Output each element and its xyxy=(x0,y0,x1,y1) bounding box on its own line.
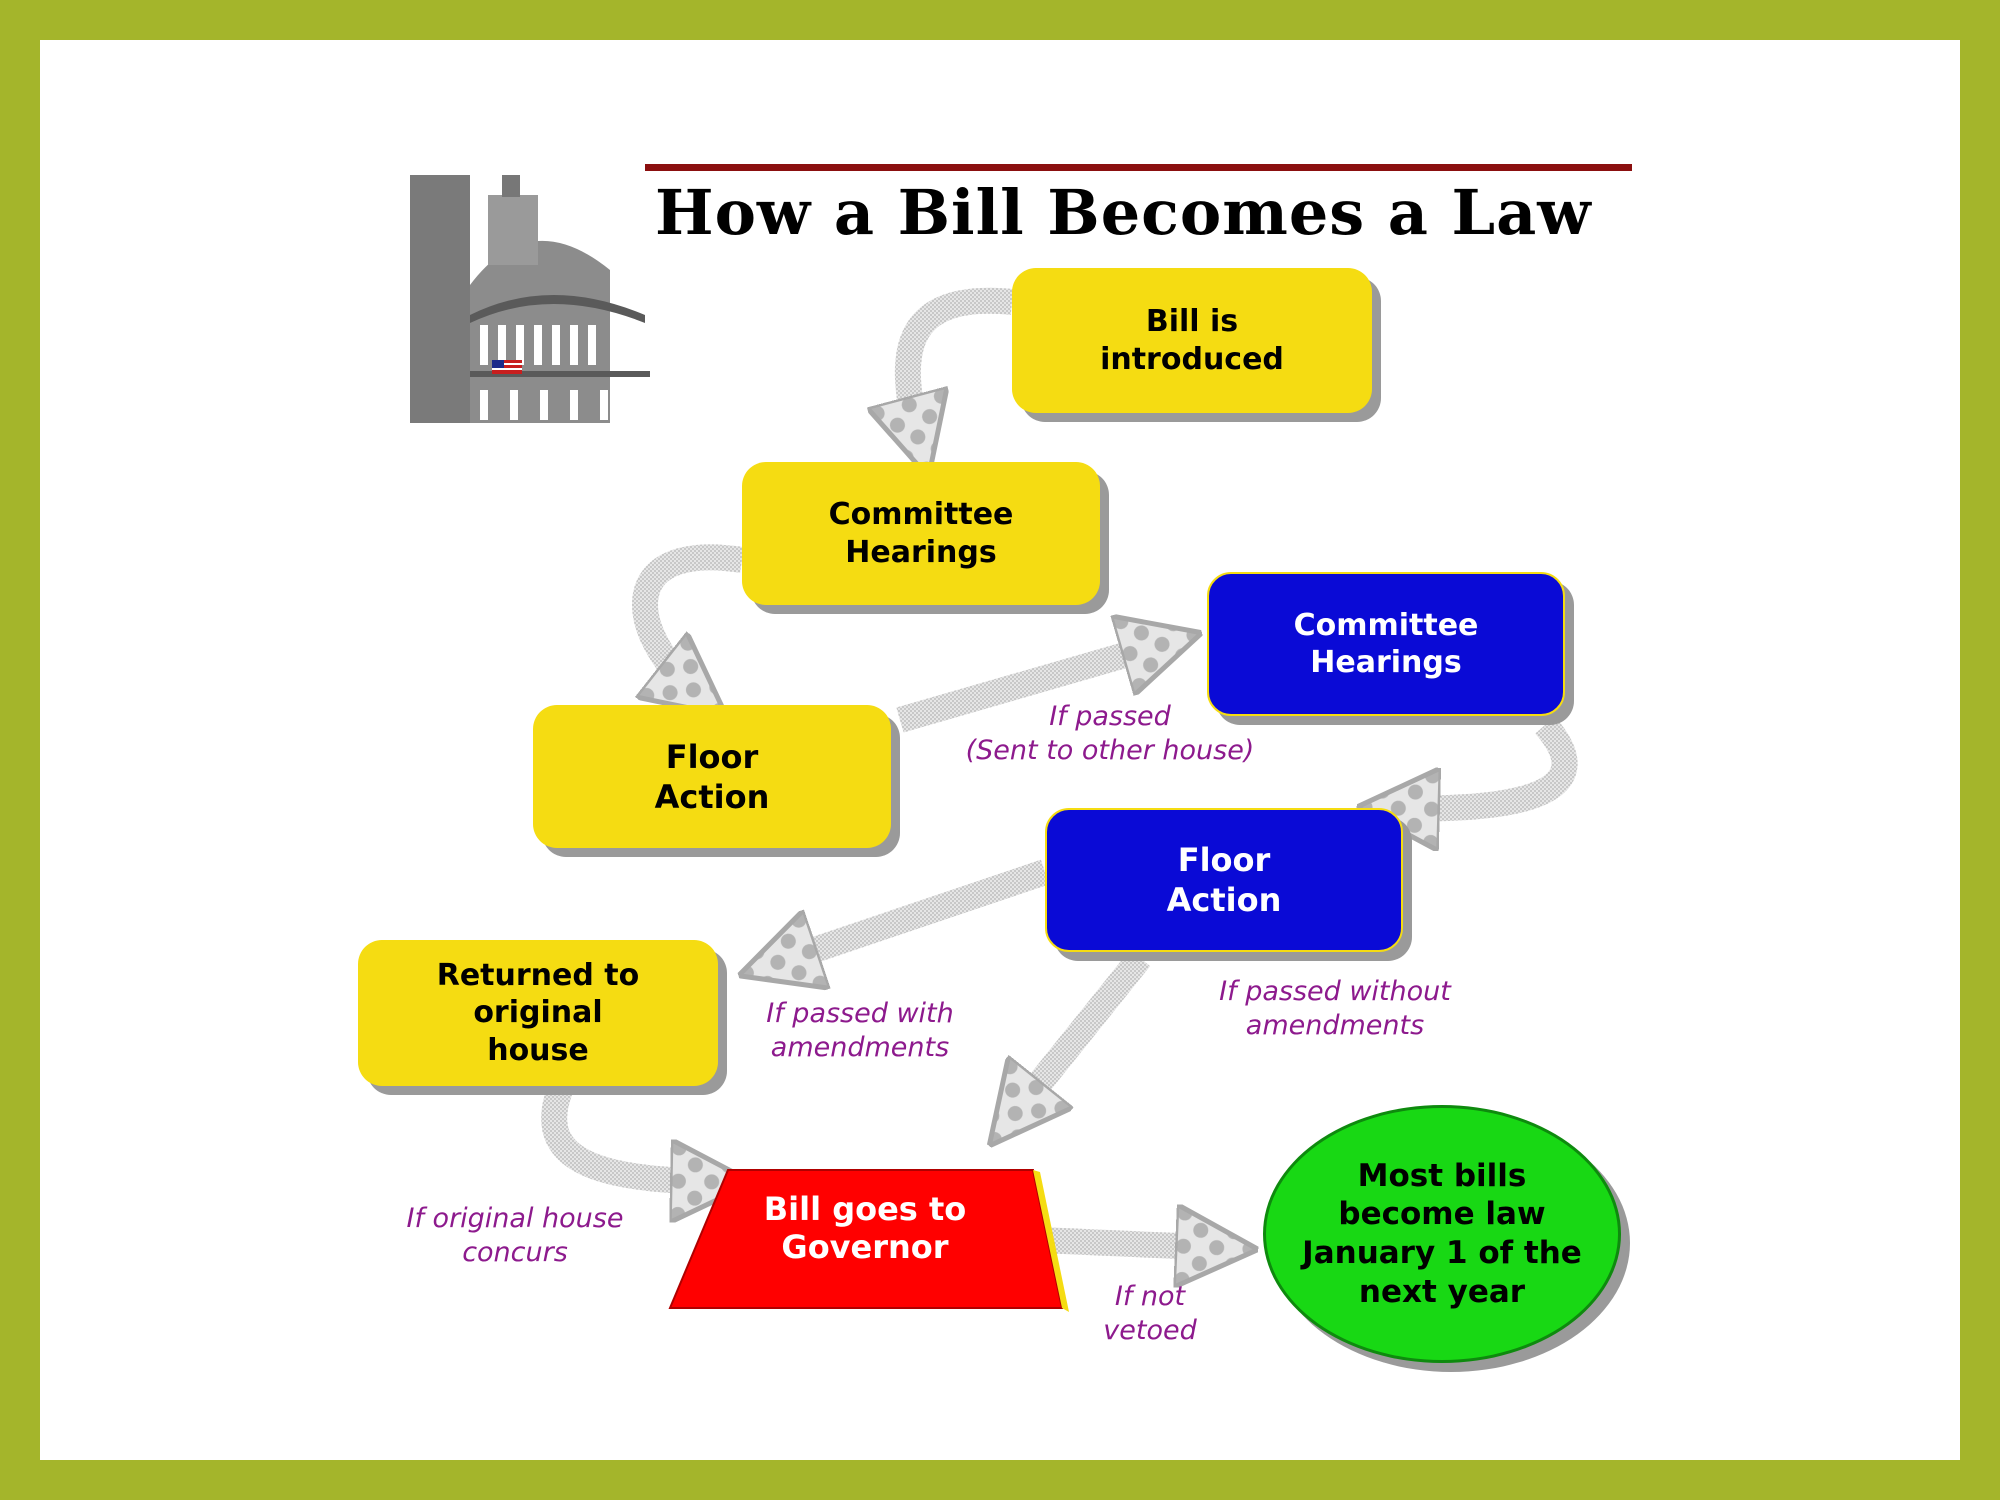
flag-icon xyxy=(492,360,522,374)
node-floor-action-house2-label: Floor Action xyxy=(1166,841,1282,919)
node-returned-to-original-house: Returned to original house xyxy=(358,940,718,1086)
node-bill-introduced: Bill is introduced xyxy=(1012,268,1372,413)
node-committee-hearings-house1: Committee Hearings xyxy=(742,462,1100,605)
node-floor-action-house1: Floor Action xyxy=(533,705,891,848)
capitol-dome-image xyxy=(410,175,650,423)
node-become-law: Most bills become law January 1 of the n… xyxy=(1263,1105,1621,1363)
node-returned-to-original-house-label: Returned to original house xyxy=(436,957,640,1068)
node-committee-hearings-house1-label: Committee Hearings xyxy=(828,497,1014,570)
arrow-governor-to-law xyxy=(1039,1240,1225,1248)
arrow-floor2-to-returned xyxy=(770,859,1050,965)
node-become-law-label: Most bills become law January 1 of the n… xyxy=(1302,1157,1582,1310)
arrow-introduced-to-committee xyxy=(908,287,1014,445)
condition-sent-to-other-house: If passed (Sent to other house) xyxy=(965,701,1255,766)
node-floor-action-house1-label: Floor Action xyxy=(654,737,770,816)
arrow-floor2-to-governor xyxy=(1010,949,1151,1120)
condition-passed-without-amendments: If passed without amendments xyxy=(1219,976,1451,1041)
arrow-committee2-to-floor2 xyxy=(1390,716,1578,808)
node-committee-hearings-house2: Committee Hearings xyxy=(1207,572,1565,716)
node-bill-introduced-label: Bill is introduced xyxy=(1100,304,1284,377)
arrow-committee-to-floor xyxy=(632,544,742,695)
condition-not-vetoed: If not vetoed xyxy=(1103,1281,1197,1346)
governor-trapezoid-edge xyxy=(1033,1170,1069,1312)
node-floor-action-house2: Floor Action xyxy=(1045,808,1403,952)
title-rule xyxy=(645,164,1632,171)
page-title: How a Bill Becomes a Law xyxy=(655,176,1592,249)
condition-passed-with-amendments: If passed with amendments xyxy=(766,998,954,1063)
arrow-returned-to-governor xyxy=(541,1085,720,1182)
node-committee-hearings-house2-label: Committee Hearings xyxy=(1293,607,1479,681)
condition-original-house-concurs: If original house concurs xyxy=(406,1203,624,1268)
node-governor-label: Bill goes to Governor xyxy=(763,1190,967,1267)
arrow-floor-to-other-house xyxy=(896,642,1170,733)
